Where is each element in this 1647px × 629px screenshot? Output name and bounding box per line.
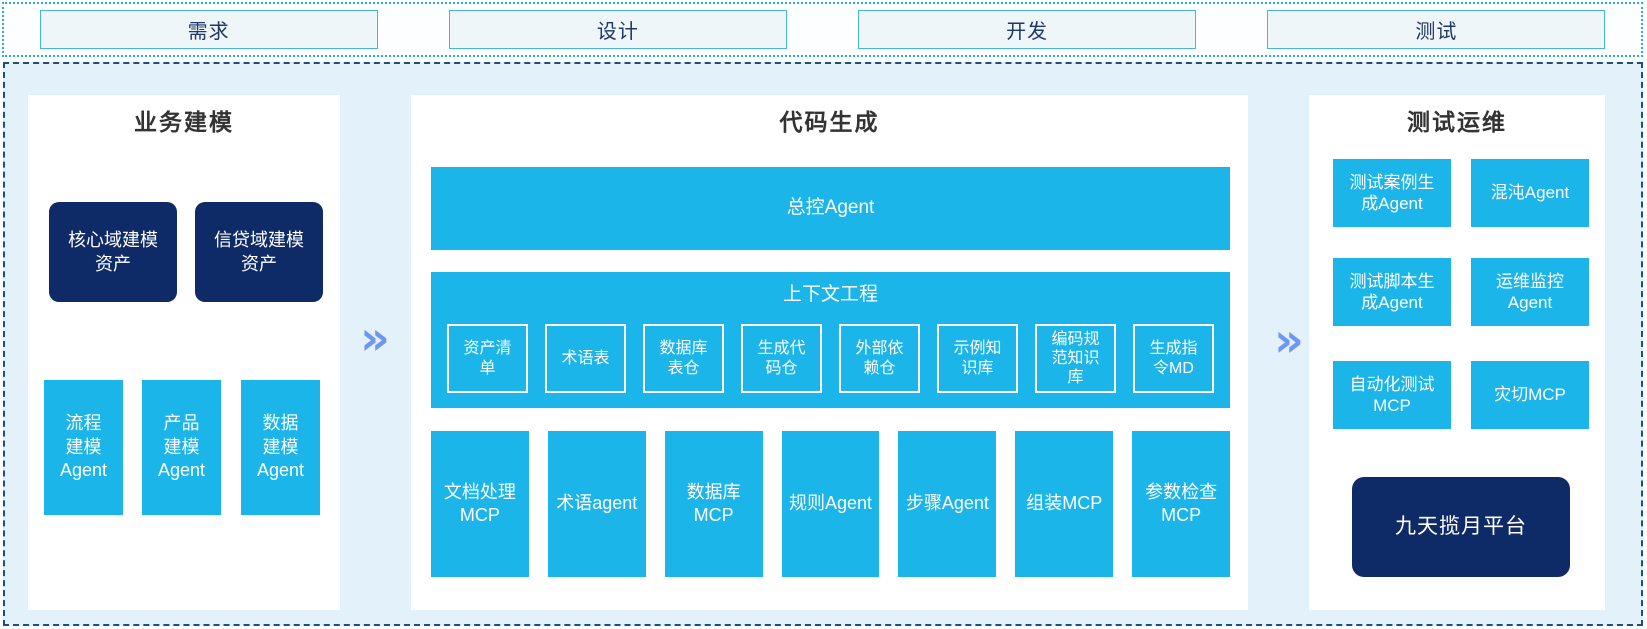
section-title-test-operations: 测试运维 <box>1407 109 1507 135</box>
section-title-code-generation: 代码生成 <box>779 109 880 135</box>
box-assembly-mcp: 组装MCP <box>1015 431 1114 577</box>
context-engineering-title: 上下文工程 <box>782 284 878 305</box>
box-chaos-agent: 混沌Agent <box>1471 159 1589 227</box>
phase-box-requirements: 需求 <box>39 10 378 49</box>
box-asset-list: 资产清 单 <box>447 324 528 393</box>
mcp-agent-row: 文档处理 MCP 术语agent 数据库 MCP 规则Agent 步骤Agent… <box>431 431 1231 577</box>
box-credit-domain-modeling-assets: 信贷域建模 资产 <box>195 202 323 302</box>
box-core-domain-modeling-assets: 核心域建模 资产 <box>49 202 177 302</box>
box-disaster-switch-mcp: 灾切MCP <box>1471 361 1589 429</box>
box-product-modeling-agent: 产品 建模 Agent <box>142 380 221 515</box>
phase-label: 开发 <box>1006 21 1049 43</box>
main-container: 业务建模 核心域建模 资产 信贷域建模 资产 流程 建模 Agent 产品 建模… <box>3 62 1643 626</box>
box-database-mcp: 数据库 MCP <box>664 431 763 577</box>
box-generated-code-repo: 生成代 码仓 <box>741 324 822 393</box>
box-generation-instruction-md: 生成指 令MD <box>1133 324 1214 393</box>
box-rule-agent: 规则Agent <box>781 431 880 577</box>
phase-strip: 需求 设计 开发 测试 <box>2 2 1643 57</box>
context-items-row: 资产清 单 术语表 数据库 表仓 生成代 码仓 外部依 赖仓 示例知 识库 编码… <box>447 324 1214 393</box>
phase-label: 设计 <box>596 21 639 43</box>
panel-code-generation: 代码生成 总控Agent 上下文工程 资产清 单 术语表 数据库 表仓 生成代 … <box>411 95 1248 610</box>
box-ops-monitoring-agent: 运维监控 Agent <box>1471 258 1589 326</box>
box-process-modeling-agent: 流程 建模 Agent <box>44 380 123 515</box>
box-example-knowledge-base: 示例知 识库 <box>937 324 1018 393</box>
box-document-processing-mcp: 文档处理 MCP <box>431 431 529 577</box>
double-chevron-right-icon: » <box>360 311 390 365</box>
box-test-case-generation-agent: 测试案例生 成Agent <box>1333 159 1451 227</box>
double-chevron-right-icon: » <box>1274 313 1304 367</box>
box-automated-testing-mcp: 自动化测试 MCP <box>1333 361 1451 429</box>
phase-box-development: 开发 <box>858 10 1197 49</box>
phase-box-design: 设计 <box>448 10 787 49</box>
box-jiutian-lanyue-platform: 九天揽月平台 <box>1352 477 1570 577</box>
panel-test-operations: 测试运维 测试案例生 成Agent 混沌Agent 测试脚本生 成Agent 运… <box>1309 95 1605 610</box>
box-coding-standard-knowledge-base: 编码规 范知识 库 <box>1035 324 1116 393</box>
box-glossary: 术语表 <box>545 324 626 393</box>
phase-label: 测试 <box>1415 21 1458 43</box>
box-external-dependency-repo: 外部依 赖仓 <box>839 324 920 393</box>
box-step-agent: 步骤Agent <box>898 431 997 577</box>
box-context-engineering: 上下文工程 资产清 单 术语表 数据库 表仓 生成代 码仓 外部依 赖仓 示例知… <box>431 272 1230 408</box>
box-glossary-agent: 术语agent <box>547 431 646 577</box>
phase-label: 需求 <box>187 21 230 43</box>
section-title-business-modeling: 业务建模 <box>134 109 234 135</box>
box-data-modeling-agent: 数据 建模 Agent <box>241 380 320 515</box>
flow-arrow-icon: » <box>349 312 401 364</box>
panel-business-modeling: 业务建模 核心域建模 资产 信贷域建模 资产 流程 建模 Agent 产品 建模… <box>28 95 340 610</box>
box-master-control-agent: 总控Agent <box>431 167 1230 250</box>
phase-box-testing: 测试 <box>1267 10 1606 49</box>
box-parameter-check-mcp: 参数检查 MCP <box>1132 431 1231 577</box>
flow-arrow-icon: » <box>1263 314 1315 366</box>
box-test-script-generation-agent: 测试脚本生 成Agent <box>1333 258 1451 326</box>
box-database-table-repo: 数据库 表仓 <box>643 324 724 393</box>
